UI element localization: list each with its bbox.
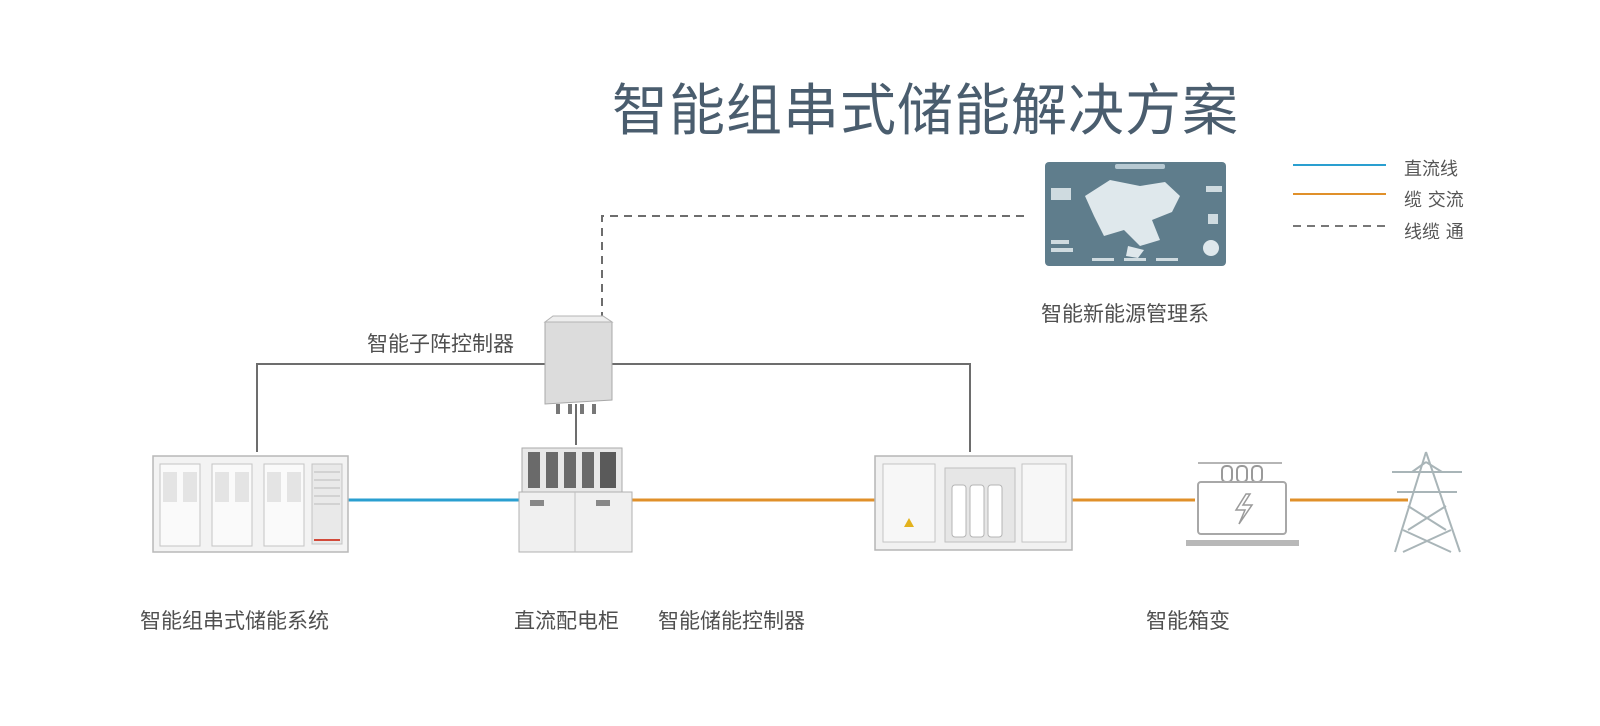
controller-box-icon <box>543 315 614 414</box>
label-subarray-controller: 智能子阵控制器 <box>367 332 514 356</box>
label-pcs: 智能储能控制器 <box>658 609 805 633</box>
diagram-title: 智能组串式储能解决方案 <box>612 79 1239 144</box>
comm-bus <box>256 363 971 452</box>
label-management-system: 智能新能源管理系 <box>1041 302 1209 326</box>
dc-cabinet-icon <box>518 447 633 553</box>
power-tower-icon <box>1392 451 1462 553</box>
legend-label-ac: 缆 交流 <box>1404 190 1464 211</box>
label-transformer: 智能箱变 <box>1146 609 1230 633</box>
label-dc-cabinet: 直流配电柜 <box>514 609 619 633</box>
comm-dashed-line <box>601 215 1025 320</box>
label-storage-system: 智能组串式储能系统 <box>140 609 329 633</box>
legend-label-comm: 线缆 通 <box>1404 222 1464 243</box>
dashboard-screen-icon <box>1045 162 1226 266</box>
legend-label-dc: 直流线 <box>1404 159 1458 180</box>
battery-container-icon <box>152 455 349 553</box>
pcs-container-icon <box>874 455 1073 551</box>
transformer-icon <box>1186 462 1299 546</box>
